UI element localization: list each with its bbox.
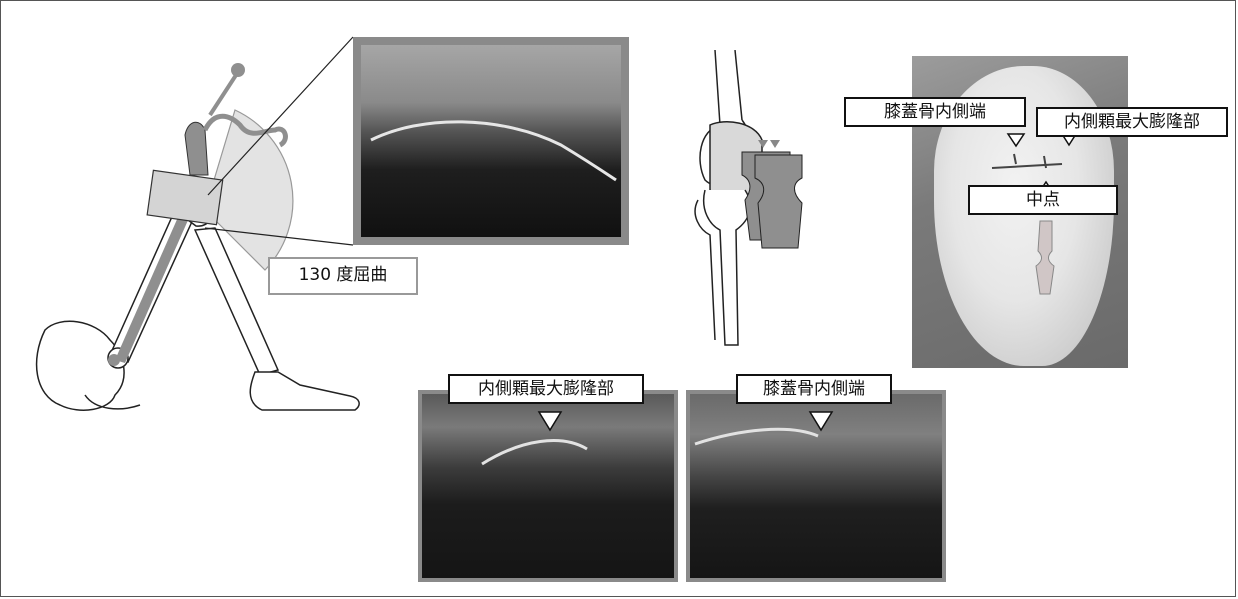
bottom-left-label-text: 内側顆最大膨隆部 xyxy=(478,379,614,399)
flexion-label-text: 130 度屈曲 xyxy=(299,265,388,285)
bone-contour-right xyxy=(690,394,942,578)
patella-edge-label-text: 膝蓋骨内側端 xyxy=(884,102,986,122)
midpoint-label: 中点 xyxy=(968,185,1118,215)
marker-triangle-2 xyxy=(770,140,780,148)
bone-contour xyxy=(361,45,621,237)
bone-contour-left xyxy=(422,394,674,578)
condyle-apex-label-text: 内側顆最大膨隆部 xyxy=(1064,112,1200,132)
lever-knob xyxy=(231,63,245,77)
foot-outline xyxy=(250,372,359,410)
probe-handle xyxy=(185,122,208,175)
probe-outline-on-skin xyxy=(1036,221,1054,294)
knee-anatomy-diagram xyxy=(680,50,820,350)
flexion-label: 130 度屈曲 xyxy=(268,257,418,295)
midpoint-label-text: 中点 xyxy=(1026,190,1060,210)
probe-rect xyxy=(147,170,223,224)
probe-shape-front xyxy=(755,155,802,248)
condyle-apex-label: 内側顆最大膨隆部 xyxy=(1036,107,1228,137)
patella-edge-label: 膝蓋骨内側端 xyxy=(844,97,1026,127)
bottom-left-label: 内側顆最大膨隆部 xyxy=(448,374,644,404)
ultrasound-top-panel xyxy=(353,37,629,245)
ultrasound-bottom-right-panel xyxy=(686,390,946,582)
ultrasound-bottom-left-panel xyxy=(418,390,678,582)
bottom-right-label: 膝蓋骨内側端 xyxy=(736,374,892,404)
bottom-right-label-text: 膝蓋骨内側端 xyxy=(763,379,865,399)
patella-marker xyxy=(1008,134,1024,146)
